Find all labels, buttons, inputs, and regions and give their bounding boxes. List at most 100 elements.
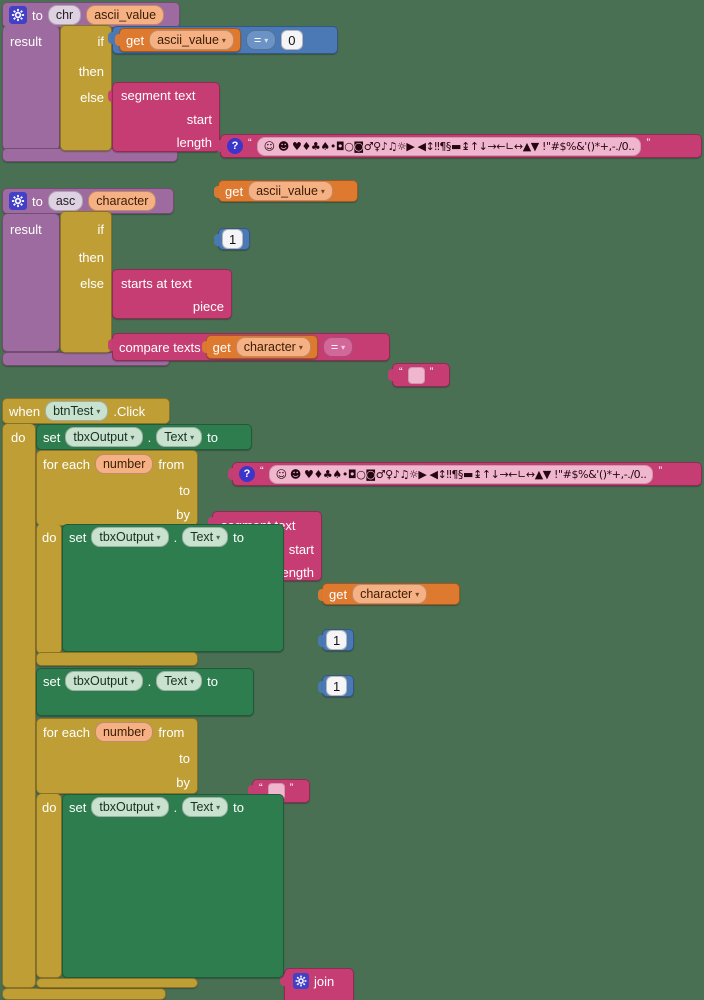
for-each-block[interactable]: for each number from to by: [36, 718, 198, 794]
loop-footer[interactable]: [36, 652, 198, 666]
get-ascii-value-block[interactable]: get ascii_value▾: [214, 180, 358, 202]
string-field[interactable]: ☺ ☻ ♥♦♣♠•◘○◙♂♀♪♫☼▶ ◀↕‼¶§▬↨↑↓→←∟↔▲▼ !"#$%…: [268, 464, 654, 484]
set-block[interactable]: set tbxOutput▾ . Text▾ to: [36, 668, 254, 716]
get-character-block[interactable]: get character▾: [318, 583, 460, 605]
gear-icon[interactable]: [9, 192, 27, 210]
if-block-chr[interactable]: if then else: [60, 25, 112, 151]
component-dropdown[interactable]: btnTest▾: [45, 401, 109, 421]
event-footer[interactable]: [2, 988, 166, 1000]
set-label: set: [43, 429, 61, 445]
ascii-table-string-block[interactable]: ? “ ☺ ☻ ♥♦♣♠•◘○◙♂♀♪♫☼▶ ◀↕‼¶§▬↨↑↓→←∟↔▲▼ !…: [216, 134, 702, 158]
from-label: from: [158, 456, 185, 472]
property-dropdown[interactable]: Text▾: [182, 527, 229, 547]
chevron-down-icon: ▾: [341, 342, 346, 352]
compare-texts-block[interactable]: compare texts get character▾ =▾: [108, 333, 390, 361]
chevron-down-icon: ▾: [298, 342, 303, 352]
chevron-down-icon: ▾: [130, 676, 135, 686]
proc-name-field[interactable]: asc: [47, 191, 84, 211]
number-one-block[interactable]: 1: [318, 629, 354, 651]
start-label: start: [288, 542, 314, 557]
if-label: if: [97, 34, 105, 49]
var-dropdown[interactable]: ascii_value▾: [149, 30, 234, 50]
number-one-block[interactable]: 1: [318, 675, 354, 697]
get-ascii-value-block[interactable]: get ascii_value▾: [115, 28, 241, 52]
chevron-down-icon: ▾: [415, 589, 420, 599]
quote-open: “: [248, 137, 252, 149]
proc-to-label: to: [32, 7, 43, 23]
set-block[interactable]: set tbxOutput▾ . Text▾ to: [62, 794, 284, 978]
property-dropdown[interactable]: Text▾: [156, 427, 203, 447]
var-dropdown[interactable]: character▾: [352, 584, 428, 604]
gear-icon[interactable]: [293, 973, 309, 989]
proc-param-pill[interactable]: character: [88, 191, 157, 211]
proc-chr-body[interactable]: result: [2, 26, 60, 150]
dot-label: .: [173, 529, 178, 545]
do-label: do: [11, 430, 26, 445]
proc-param-pill[interactable]: ascii_value: [86, 5, 165, 25]
chevron-down-icon: ▾: [216, 532, 221, 542]
event-header[interactable]: when btnTest▾ .Click: [2, 398, 170, 424]
math-equals-block[interactable]: get ascii_value▾ =▾ 0: [108, 26, 338, 54]
set-block[interactable]: set tbxOutput▾ . Text▾ to: [62, 524, 284, 652]
segment-block[interactable]: segment text start length: [112, 82, 220, 152]
get-character-block[interactable]: get character▾: [201, 335, 318, 359]
dot-label: .: [147, 429, 152, 445]
join-block[interactable]: join: [280, 968, 354, 1000]
number-field[interactable]: 1: [326, 630, 348, 650]
equals-dropdown[interactable]: =▾: [322, 337, 354, 357]
ascii-table-string-block[interactable]: ? “ ☺ ☻ ♥♦♣♠•◘○◙♂♀♪♫☼▶ ◀↕‼¶§▬↨↑↓→←∟↔▲▼ !…: [228, 462, 702, 486]
component-dropdown[interactable]: tbxOutput▾: [91, 797, 169, 817]
segment-text-label: segment text: [121, 88, 196, 103]
if-block-asc[interactable]: if then else: [60, 211, 112, 353]
proc-chr-header[interactable]: to chr ascii_value: [2, 2, 180, 28]
quote-close: ”: [289, 782, 294, 794]
if-label: if: [97, 222, 105, 237]
comment-icon[interactable]: ?: [227, 138, 243, 154]
comment-icon[interactable]: ?: [239, 466, 255, 482]
get-label: get: [126, 32, 145, 48]
loop-var-field[interactable]: number: [94, 454, 154, 474]
set-block[interactable]: set tbxOutput▾ . Text▾ to: [36, 424, 252, 450]
component-dropdown[interactable]: tbxOutput▾: [65, 427, 143, 447]
dot-label: .: [147, 673, 152, 689]
starts-at-block[interactable]: starts at text piece: [112, 269, 232, 319]
proc-asc-header[interactable]: to asc character: [2, 188, 174, 214]
number-one-block[interactable]: 1: [214, 228, 250, 250]
quote-close: ”: [658, 465, 663, 477]
property-dropdown[interactable]: Text▾: [156, 671, 203, 691]
empty-string-block[interactable]: “ ”: [388, 363, 450, 387]
to-label: to: [207, 673, 218, 689]
component-dropdown[interactable]: tbxOutput▾: [91, 527, 169, 547]
to-label: to: [207, 429, 218, 445]
component-dropdown[interactable]: tbxOutput▾: [65, 671, 143, 691]
chevron-down-icon: ▾: [320, 186, 325, 196]
var-dropdown[interactable]: ascii_value▾: [248, 181, 333, 201]
string-field[interactable]: ☺ ☻ ♥♦♣♠•◘○◙♂♀♪♫☼▶ ◀↕‼¶§▬↨↑↓→←∟↔▲▼ !"#$%…: [256, 136, 642, 156]
event-do-column[interactable]: do: [2, 424, 36, 988]
gear-icon[interactable]: [9, 6, 27, 24]
then-label: then: [78, 250, 104, 265]
chevron-down-icon: ▾: [190, 432, 195, 442]
to-label: to: [233, 799, 244, 815]
equals-dropdown[interactable]: =▾: [245, 30, 277, 50]
proc-name-field[interactable]: chr: [47, 5, 82, 25]
compare-texts-label: compare texts: [119, 339, 201, 355]
chevron-down-icon: ▾: [264, 35, 269, 45]
set-label: set: [69, 799, 87, 815]
for-each-block[interactable]: for each number from to by: [36, 450, 198, 526]
number-field[interactable]: 1: [326, 676, 348, 696]
string-field[interactable]: [407, 366, 425, 384]
proc-asc-body[interactable]: result: [2, 214, 60, 352]
var-dropdown[interactable]: character▾: [235, 337, 311, 357]
number-field[interactable]: 1: [222, 229, 244, 249]
loop-do-column[interactable]: do: [36, 524, 62, 654]
number-field[interactable]: 0: [281, 30, 303, 50]
loop-footer[interactable]: [36, 978, 198, 988]
chevron-down-icon: ▾: [156, 802, 161, 812]
loop-do-column[interactable]: do: [36, 794, 62, 978]
proc-to-label: to: [32, 193, 43, 209]
property-dropdown[interactable]: Text▾: [182, 797, 229, 817]
result-label: result: [10, 222, 42, 237]
loop-var-field[interactable]: number: [94, 722, 154, 742]
